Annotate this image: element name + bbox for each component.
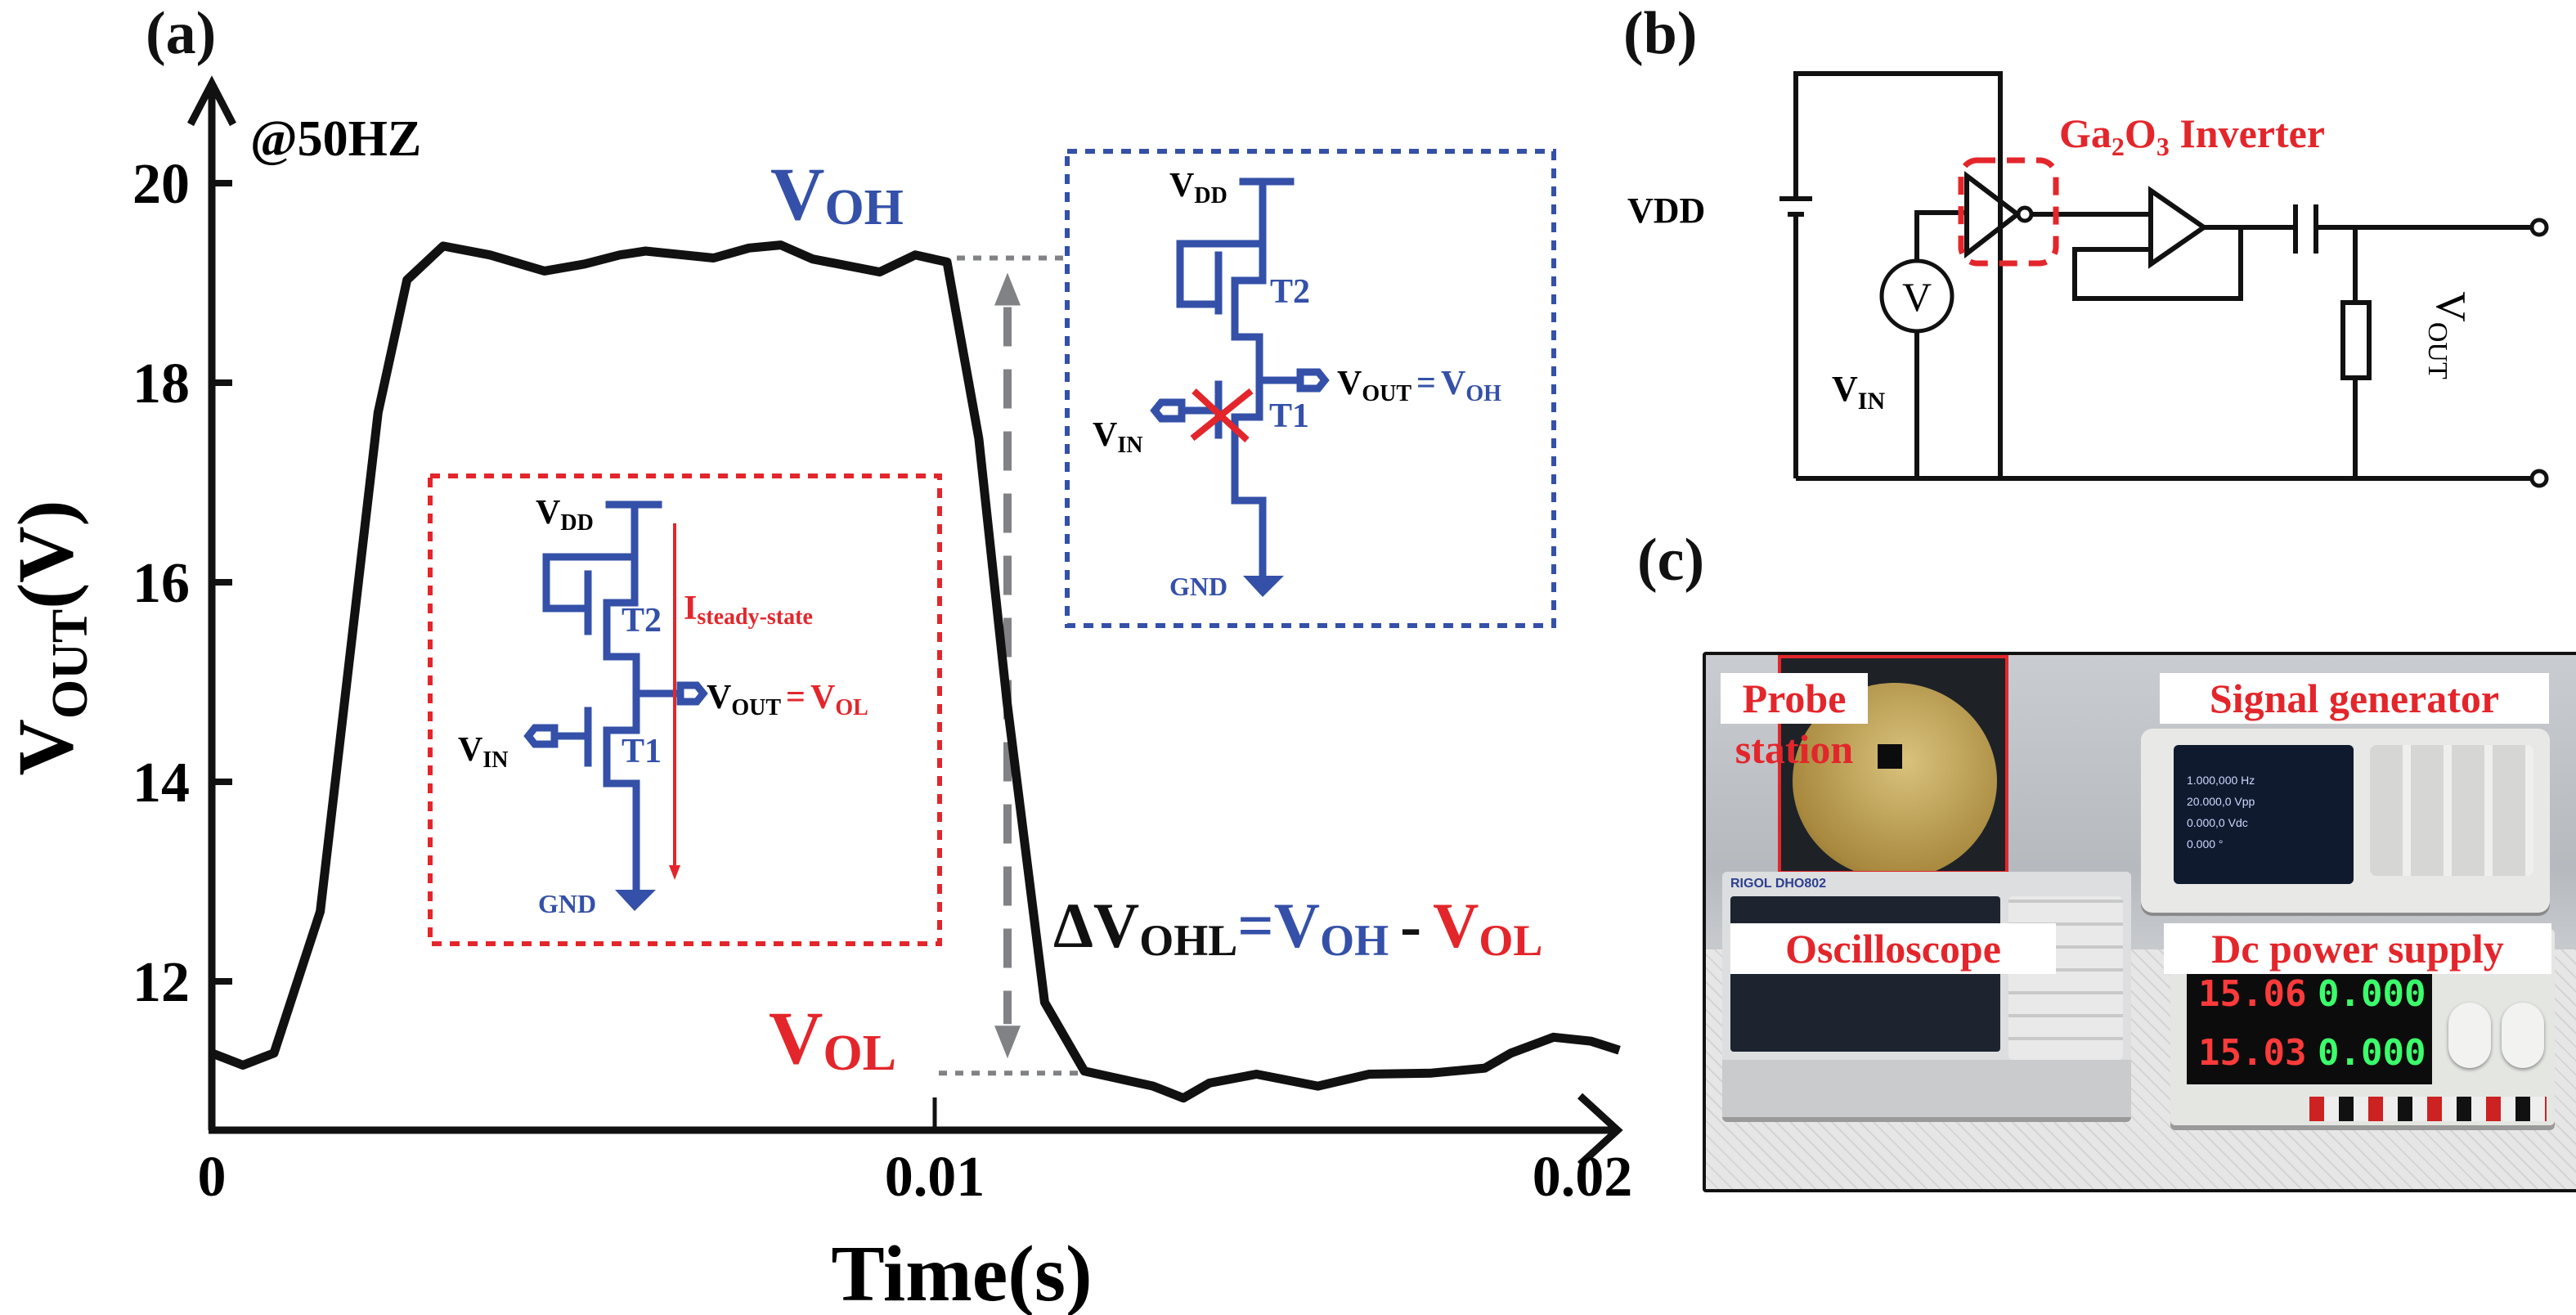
inset-high-gnd: GND [1169,572,1227,601]
svg-text:VOUT: VOUT [2422,291,2474,379]
inset-high-t1: T1 [1269,397,1309,435]
inverter-bubble-icon [2016,205,2034,223]
inset-high-vdd: VDD [1169,167,1227,209]
y-tick-label: 16 [132,552,190,615]
inset-low-t1: T1 [622,733,662,770]
inset-high-vin: VIN [1093,416,1142,458]
y-tick-label: 12 [132,951,190,1014]
signal-generator-screen: 1.000,000 Hz 20.000,0 Vpp 0.000,0 Vdc 0.… [2174,745,2354,884]
measurement-circuit: V VDD VIN Ga2O3 Inverter VOUT [1627,71,2549,488]
vout-label-rotated: VOUT [2422,291,2474,379]
inset-low-schematic [523,500,708,898]
vout-time-chart: 12 14 16 18 20 0 0.01 0.02 VOUT(V) Time(s) @50… [2,75,1633,1315]
siggen-line-1: 1.000,000 Hz [2187,774,2255,787]
voh-label: VOH [770,152,904,236]
oscilloscope-label: Oscilloscope [1730,923,2056,974]
circuit-wires [1779,71,2539,481]
inverter-highlight-box [1958,157,2059,267]
siggen-line-2: 20.000,0 Vpp [2187,795,2255,808]
probe-station-label: Probe station [1721,673,1868,772]
y-axis-label: VOUT(V) [2,500,98,776]
signal-generator-device: 1.000,000 Hz 20.000,0 Vpp 0.000,0 Vdc 0.… [2141,729,2550,913]
oscilloscope-device: RIGOL DHO802 [1722,872,2131,1117]
oscilloscope-brand: RIGOL DHO802 [1730,877,1827,891]
inset-high-vout: VOUT=VOH [1337,365,1501,406]
inset-low-output: VDD T2 T1 Isteady-state VOUT=VOL VIN GND [428,473,942,946]
signal-generator-label: Signal generator [2160,673,2549,724]
output-terminal-top [2529,218,2549,237]
siggen-line-4: 0.000 ° [2187,837,2224,850]
inset-high-t2: T2 [1270,273,1310,311]
delta-v-equation: ΔVOHL=VOH-VOL [1053,890,1542,965]
y-tick-label: 14 [132,752,190,815]
arrow-down-icon [994,1026,1021,1059]
vin-label: VIN [1832,369,1885,415]
psu-display: 15.06 0.000 15.03 0.000 [2187,962,2432,1084]
psu-ch2-voltage: 15.03 [2198,1032,2307,1074]
voltmeter-symbol: V [1902,274,1932,320]
inset-low-vdd: VDD [536,494,594,536]
x-tick-label: 0 [198,1146,227,1209]
x-axis-arrow-icon [1577,1093,1623,1168]
siggen-line-3: 0.000,0 Vdc [2187,816,2248,829]
x-tick-label: 0.01 [885,1146,985,1209]
vol-label: VOL [769,996,896,1081]
y-label-unit: (V) [2,500,89,609]
inset-low-gnd: GND [538,889,596,918]
panel-label-c: (c) [1637,527,1705,594]
psu-ch1-voltage: 15.06 [2198,973,2307,1015]
signal-generator-keypad [2370,745,2533,876]
oscilloscope-screen [1730,896,2000,1052]
t1-off-cross-icon [1190,388,1254,442]
inset-high-output: VDD T2 T1 VOUT=VOH VIN GND [1065,149,1556,628]
inset-low-t2: T2 [622,602,662,640]
psu-ch1-current: 0.000 [2318,973,2426,1015]
y-tick-label: 20 [132,153,190,216]
x-axis-label: Time(s) [831,1230,1092,1315]
x-tick-label: 0.02 [1533,1146,1633,1209]
psu-voltage-knob [2448,1003,2491,1068]
inset-low-border [428,473,942,946]
inset-low-vin: VIN [458,731,508,773]
frequency-annotation: @50HZ [250,111,421,167]
arrow-up-icon [994,272,1021,306]
y-tick-label: 18 [132,352,190,415]
gnd-arrow-icon [615,890,656,911]
psu-ch2-current: 0.000 [2318,1032,2426,1074]
inset-low-vout: VOUT=VOL [707,679,868,720]
y-label-sub: OUT [43,609,98,719]
axes [187,75,1623,1168]
output-terminal-bottom [2529,469,2549,488]
reference-guides [939,255,1084,1076]
steady-state-current-label: Isteady-state [684,590,813,630]
measurement-setup-photo: 1.000,000 Hz 20.000,0 Vpp 0.000,0 Vdc 0.… [1703,652,2576,1192]
ga2o3-inverter-label: Ga2O3 Inverter [2059,110,2325,161]
svg-text:VOUT(V): VOUT(V) [2,500,98,776]
current-arrow-icon [669,865,680,880]
y-axis-arrow-icon [187,75,236,127]
gnd-arrow-icon [1243,576,1284,597]
sample-chip [1878,744,1902,769]
panel-label-a: (a) [146,0,217,67]
dc-power-supply-label: Dc power supply [2164,923,2551,974]
psu-terminals [2309,1097,2547,1121]
voltmeter-icon [1879,258,1954,334]
oscilloscope-controls [2008,896,2123,1060]
oscilloscope-front-panel [1722,1060,2131,1117]
psu-current-knob [2502,1003,2544,1068]
vdd-label: VDD [1627,191,1705,231]
panel-label-b: (b) [1623,0,1698,67]
y-label-main: V [2,719,89,775]
